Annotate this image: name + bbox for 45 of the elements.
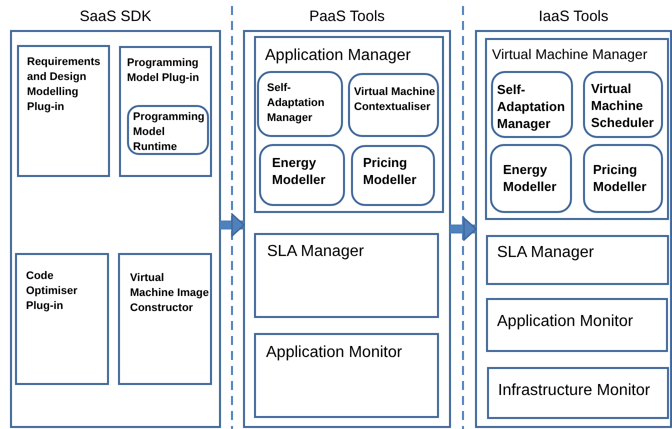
- module-box: [15, 253, 109, 385]
- rounded-module-box: [257, 71, 343, 137]
- component-box: [254, 233, 439, 318]
- box-label: Virtual Machine Manager: [492, 46, 648, 62]
- component-box: [254, 333, 439, 418]
- block-arrow: [450, 217, 477, 241]
- rounded-module-box: [583, 144, 663, 213]
- rounded-module-box: [351, 145, 435, 206]
- box-label: SLA Manager: [267, 243, 364, 261]
- column-heading: SaaS SDK: [78, 8, 152, 25]
- block-arrow: [220, 213, 245, 237]
- component-box: [254, 36, 444, 213]
- module-box: [17, 45, 110, 177]
- box-label: SLA Manager: [497, 244, 594, 262]
- rounded-module-box: [583, 71, 663, 138]
- box-label: Energy Modeller: [272, 154, 326, 188]
- box-label: Pricing Modeller: [363, 154, 418, 188]
- box-label: Application Monitor: [497, 313, 634, 331]
- module-box: [119, 46, 212, 177]
- component-box: [486, 235, 669, 285]
- box-label: Infrastructure Monitor: [498, 382, 650, 400]
- module-box: [118, 253, 212, 385]
- component-box: [485, 38, 669, 220]
- rounded-module-box: [491, 71, 573, 138]
- box-label: Programming Model Runtime: [133, 110, 206, 155]
- box-label: Application Monitor: [266, 344, 402, 362]
- rounded-module-box: [348, 73, 439, 137]
- box-label: Pricing Modeller: [593, 161, 648, 195]
- component-box: [486, 298, 668, 352]
- column-heading: PaaS Tools: [308, 8, 386, 25]
- box-label: Programming Model Plug-in: [127, 56, 200, 86]
- box-label: Self-Adaptation Manager: [497, 81, 566, 132]
- box-label: Virtual Machine Contextualiser: [354, 85, 436, 115]
- rounded-module-box: [490, 144, 572, 213]
- box-label: Code Optimiser Plug-in: [26, 269, 78, 314]
- box-label: Self-Adaptation Manager: [267, 81, 326, 126]
- box-label: Energy Modeller: [503, 161, 558, 195]
- column-heading: IaaS Tools: [538, 8, 610, 25]
- rounded-module-box: [259, 144, 345, 206]
- box-label: Virtual Machine Image Constructor: [130, 271, 210, 316]
- box-label: Requirements and Design Modelling Plug-in: [27, 55, 102, 115]
- rounded-module-box: [127, 105, 209, 155]
- component-box: [487, 367, 669, 419]
- box-label: Virtual Machine Scheduler: [591, 80, 655, 131]
- box-label: Application Manager: [265, 47, 411, 65]
